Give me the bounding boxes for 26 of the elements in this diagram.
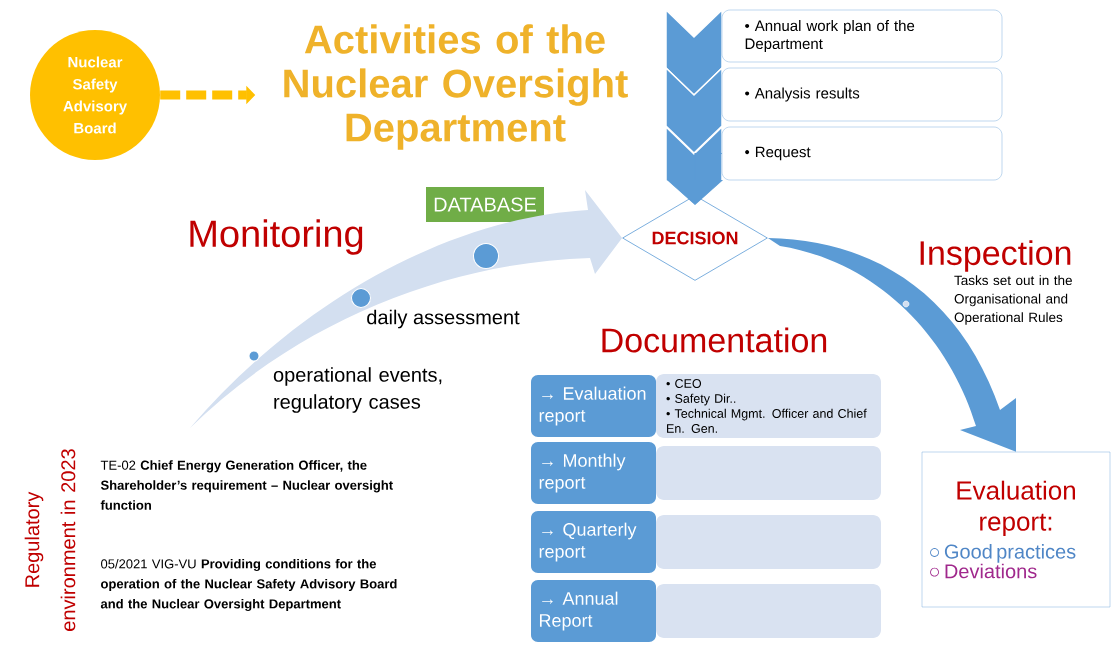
list-box: • Annual work plan of the Department [721,9,1003,63]
report-box: → Quarterly report [531,511,656,573]
report-box: → Monthly report [531,442,656,504]
title-text: Activities of the Nuclear Oversight Department [284,24,628,150]
step-label: operational events, regulatory cases [273,367,442,413]
section-heading: Inspection [920,240,1071,272]
recipient-panel [656,446,881,500]
step-label: daily assessment [367,309,520,329]
result-box: Evaluation report: ○ Good practices ○ Deviations [921,451,1111,608]
note-text: Tasks set out in the Organisational and Operational Rules [954,275,1072,325]
regulation-text: 05/2021 VIG-VU Providing conditions for the operation of the Nuclear Safety Advisory Board and the Nuclear Oversight Department [100,558,397,612]
regulation-text: TE-02 Chief Energy Generation Officer, the Shareholder’s requirement – Nuclear oversight function [100,460,393,510]
database-box: DATABASE [426,187,544,222]
chevron-arrow [667,153,723,205]
recipient-panel [656,584,881,638]
rotated-heading: Regulatory environment in 2023 [24,449,76,631]
recipient-panel [656,515,881,569]
curved-arrow [190,190,623,428]
report-box: → Annual Report [531,580,656,642]
recipient-panel: • CEO • Safety Dir.. • Technical Mgmt. Officer and Chief En. Gen. [656,374,881,438]
list-box: • Request [721,126,1003,181]
curved-arrow [767,238,1016,452]
list-box: • Analysis results [721,67,1003,122]
section-heading: Documentation [602,327,827,353]
report-box: → Evaluation report [531,375,656,437]
section-heading: Monitoring [190,219,363,255]
